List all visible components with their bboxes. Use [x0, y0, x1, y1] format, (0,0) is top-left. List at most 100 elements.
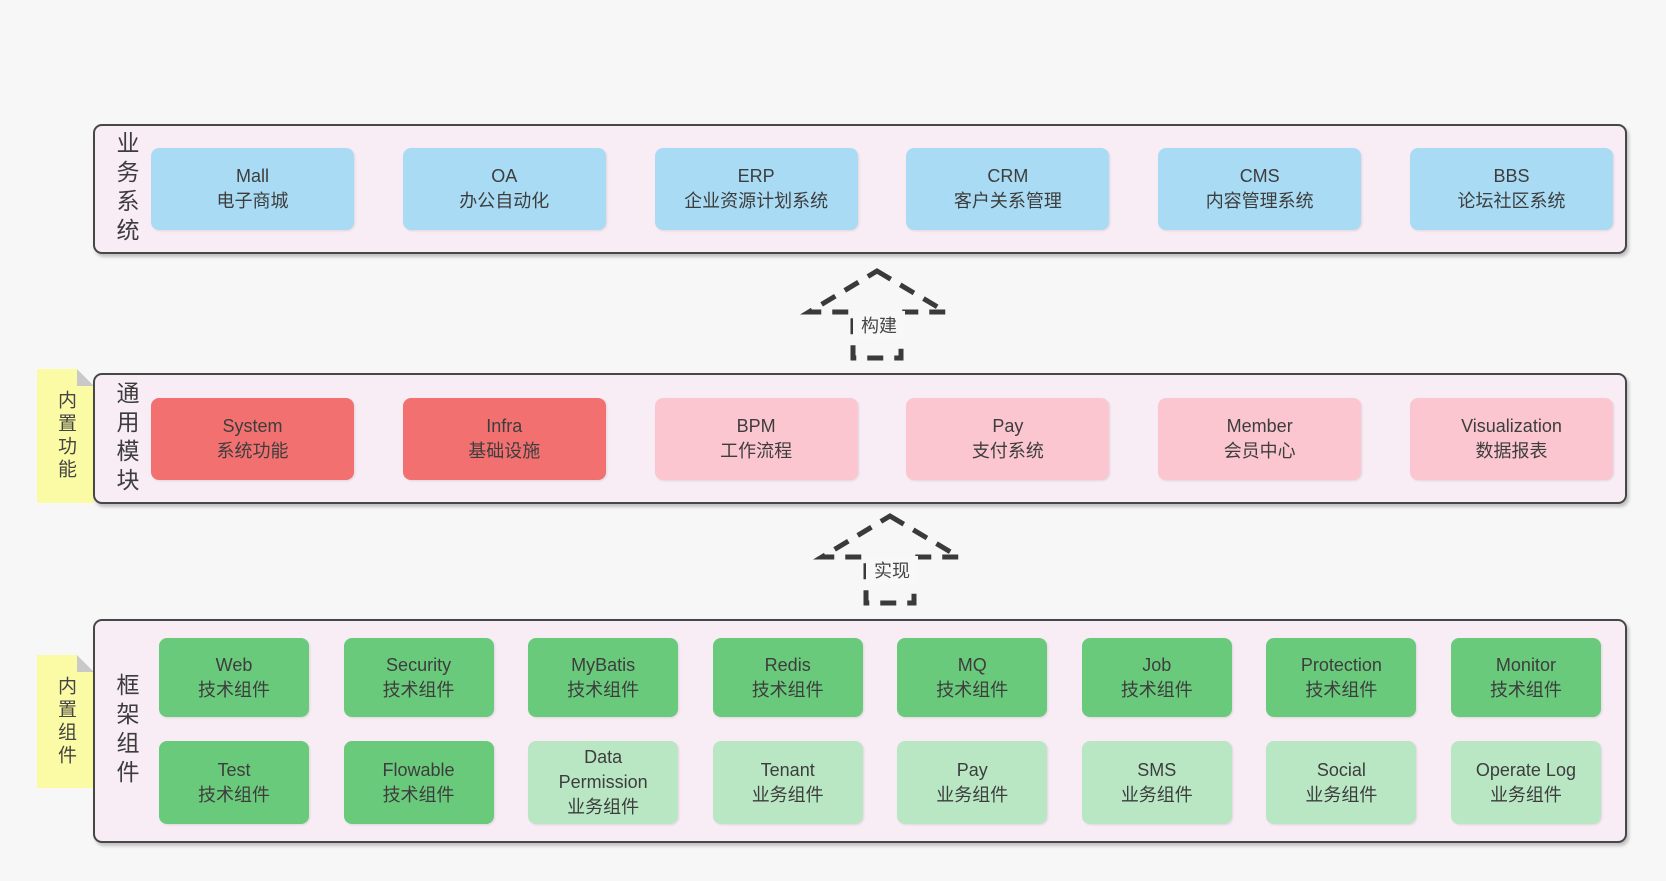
box-title: BBS	[1493, 166, 1530, 186]
box-title: Monitor	[1495, 654, 1556, 675]
box-title: Pay	[956, 759, 988, 780]
box-operate-log: Operate Log 业务组件	[1450, 741, 1601, 824]
box-title: Protection	[1300, 654, 1382, 675]
box-subtitle: 技术组件	[1305, 679, 1378, 700]
box-subtitle: 技术组件	[198, 679, 270, 700]
box-social: Social 业务组件	[1266, 741, 1417, 824]
box-subtitle: 业务组件	[567, 797, 640, 817]
box-data-permission: Data Permission 业务组件	[528, 741, 679, 824]
up-arrow-build	[800, 268, 955, 361]
box-tenant: Tenant 业务组件	[712, 741, 863, 824]
box-subtitle: 内容管理系统	[1205, 191, 1314, 211]
dashed-up-arrow-shape	[813, 513, 968, 606]
band-framework-components: 框架组件 Web 技术组件 Security 技术组件 MyBatis 技术组件…	[93, 619, 1627, 843]
box-subtitle: 技术组件	[382, 679, 455, 700]
box-subtitle: 办公自动化	[459, 191, 550, 211]
arrow-build-label: 构建	[853, 311, 905, 339]
box-subtitle: 业务组件	[1120, 784, 1193, 805]
band-framework-components-rows: Web 技术组件 Security 技术组件 MyBatis 技术组件 Redi…	[151, 638, 1613, 824]
arrow-implement-label: 实现	[866, 556, 918, 584]
box-title: System	[222, 415, 283, 436]
box-subtitle: 论坛社区系统	[1457, 191, 1566, 211]
box-bbs: BBS 论坛社区系统	[1409, 148, 1613, 230]
box-subtitle: 技术组件	[1489, 679, 1562, 700]
box-title: Redis	[764, 654, 811, 675]
box-infra: Infra 基础设施	[402, 397, 606, 480]
box-subtitle: 业务组件	[936, 784, 1009, 805]
folded-corner	[77, 655, 94, 672]
box-mybatis: MyBatis 技术组件	[528, 638, 679, 717]
box-system: System 系统功能	[151, 397, 354, 480]
box-title: Social	[1316, 759, 1366, 780]
box-subtitle: 技术组件	[567, 679, 640, 700]
box-redis: Redis 技术组件	[712, 638, 863, 717]
box-subtitle: 业务组件	[751, 784, 824, 805]
band-common-modules-row: System 系统功能 Infra 基础设施 BPM 工作流程 Pay 支付系统…	[151, 397, 1613, 480]
box-mq: MQ 技术组件	[897, 638, 1048, 717]
box-title: Data Permission	[558, 747, 648, 792]
box-subtitle: 业务组件	[1305, 784, 1378, 805]
sticky-note-text: 内置功能	[55, 390, 76, 482]
band-business-systems: 业务系统 Mall 电子商城 OA 办公自动化 ERP 企业资源计划系统 CRM…	[93, 124, 1627, 254]
box-title: Job	[1142, 654, 1172, 675]
box-subtitle: 技术组件	[1120, 679, 1193, 700]
box-subtitle: 技术组件	[936, 679, 1009, 700]
box-job: Job 技术组件	[1081, 638, 1232, 717]
box-subtitle: 技术组件	[382, 784, 455, 805]
band-business-systems-row: Mall 电子商城 OA 办公自动化 ERP 企业资源计划系统 CRM 客户关系…	[151, 148, 1613, 230]
box-title: Member	[1226, 415, 1293, 436]
box-title: Test	[217, 759, 251, 780]
box-subtitle: 技术组件	[751, 679, 824, 700]
box-sms: SMS 业务组件	[1081, 741, 1232, 824]
box-member: Member 会员中心	[1158, 397, 1362, 480]
box-erp: ERP 企业资源计划系统	[654, 148, 858, 230]
sticky-note-built-in-components: 内置组件	[37, 655, 94, 788]
box-pay-component: Pay 业务组件	[897, 741, 1048, 824]
box-title: Operate Log	[1475, 759, 1576, 780]
box-subtitle: 业务组件	[1489, 784, 1562, 805]
sticky-note-text: 内置组件	[55, 675, 76, 768]
box-security: Security 技术组件	[343, 638, 494, 717]
box-oa: OA 办公自动化	[402, 148, 606, 230]
up-arrow-implement	[813, 513, 968, 606]
box-title: CRM	[987, 166, 1029, 186]
box-flowable: Flowable 技术组件	[343, 741, 494, 824]
box-title: SMS	[1137, 759, 1177, 780]
box-crm: CRM 客户关系管理	[906, 148, 1110, 230]
box-title: CMS	[1239, 166, 1280, 186]
box-subtitle: 技术组件	[198, 784, 270, 805]
sticky-note-built-in-features: 内置功能	[37, 369, 94, 503]
dashed-up-arrow-shape	[800, 268, 955, 361]
box-title: Mall	[235, 166, 269, 186]
box-pay: Pay 支付系统	[906, 397, 1110, 480]
band-business-systems-label: 业务系统	[113, 131, 139, 247]
box-subtitle: 会员中心	[1223, 440, 1296, 461]
box-subtitle: 支付系统	[971, 440, 1044, 461]
box-subtitle: 工作流程	[720, 440, 793, 461]
box-title: Security	[386, 654, 452, 675]
box-visualization: Visualization 数据报表	[1409, 397, 1613, 480]
box-title: BPM	[736, 415, 776, 436]
box-subtitle: 客户关系管理	[953, 191, 1062, 211]
box-cms: CMS 内容管理系统	[1158, 148, 1362, 230]
box-subtitle: 电子商城	[216, 191, 289, 211]
band-common-modules: 通用模块 System 系统功能 Infra 基础设施 BPM 工作流程 Pay…	[93, 373, 1627, 504]
box-title: Tenant	[760, 759, 815, 780]
band-framework-components-label: 框架组件	[113, 673, 139, 789]
box-web: Web 技术组件	[159, 638, 309, 717]
box-test: Test 技术组件	[159, 741, 309, 824]
folded-corner	[77, 369, 94, 386]
framework-row-1: Web 技术组件 Security 技术组件 MyBatis 技术组件 Redi…	[159, 638, 1601, 717]
box-title: MyBatis	[571, 654, 636, 675]
box-title: Web	[215, 654, 253, 675]
box-protection: Protection 技术组件	[1266, 638, 1417, 717]
box-title: Infra	[486, 415, 523, 436]
box-mall: Mall 电子商城	[151, 148, 354, 230]
box-title: ERP	[737, 166, 775, 186]
framework-row-2: Test 技术组件 Flowable 技术组件 Data Permission …	[159, 741, 1601, 824]
box-title: Flowable	[382, 759, 455, 780]
box-subtitle: 系统功能	[216, 440, 289, 461]
box-bpm: BPM 工作流程	[654, 397, 858, 480]
box-title: Visualization	[1461, 415, 1562, 436]
band-common-modules-label: 通用模块	[113, 380, 139, 497]
